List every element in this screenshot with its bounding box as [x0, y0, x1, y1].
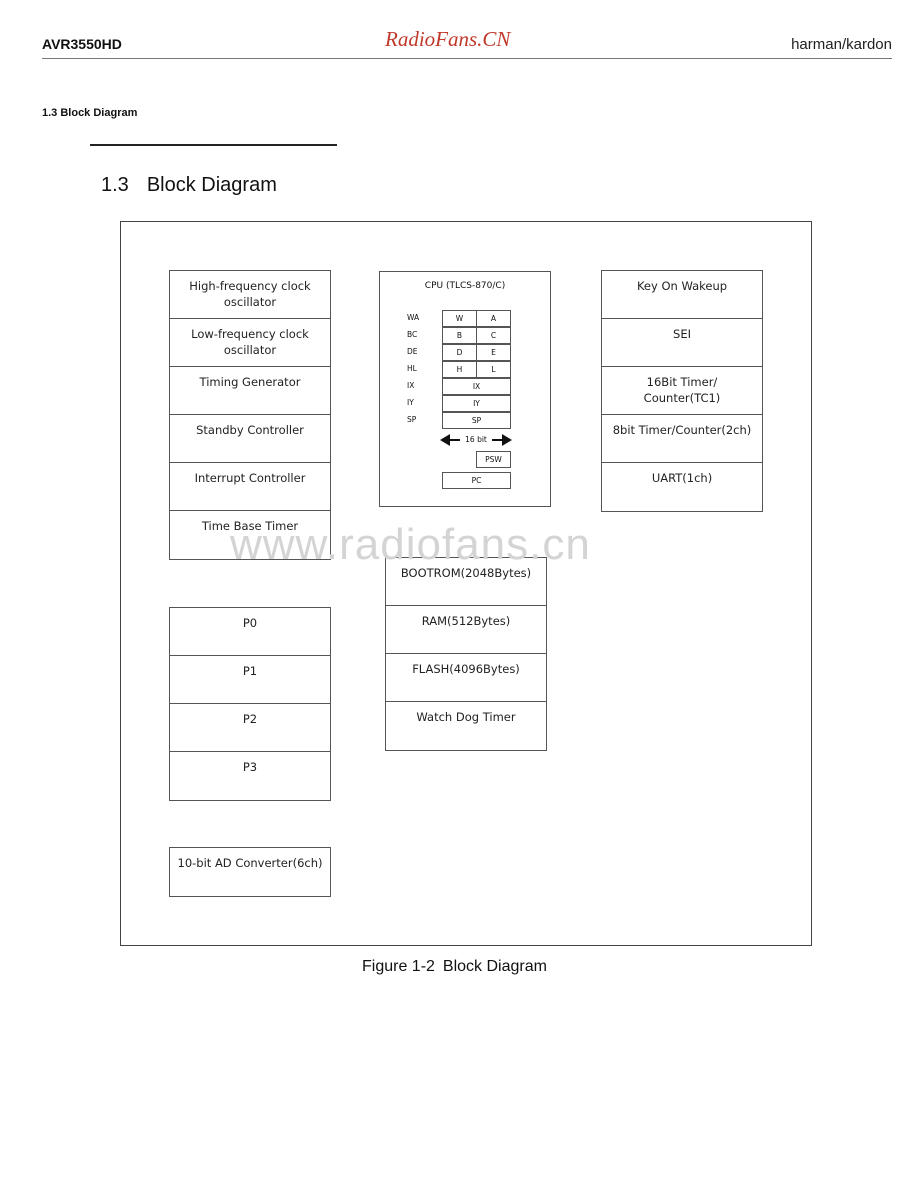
adc-stack: 10-bit AD Converter(6ch) — [169, 847, 331, 897]
page-watermark: www.radiofans.cn — [230, 520, 591, 569]
port-block: P2 — [170, 704, 330, 752]
register-high: B — [442, 327, 477, 344]
register-low: C — [476, 327, 511, 344]
figure-number: Figure 1-2 — [362, 958, 435, 975]
register-label: IX — [407, 381, 415, 390]
section-rule — [90, 144, 337, 146]
register-label: HL — [407, 364, 417, 373]
diagram-frame — [120, 221, 812, 946]
hf-clock-block: High-frequency clock oscillator — [170, 271, 330, 319]
register-label: DE — [407, 347, 418, 356]
flash-block: FLASH(4096Bytes) — [386, 654, 546, 702]
port-block: P0 — [170, 608, 330, 656]
brand-name: harman/kardon — [791, 36, 892, 53]
timer16-block: 16Bit Timer/ Counter(TC1) — [602, 367, 762, 415]
register-label: SP — [407, 415, 417, 424]
bit-width-label: 16 bit — [465, 435, 487, 444]
peripheral-stack: Key On Wakeup SEI 16Bit Timer/ Counter(T… — [601, 270, 763, 512]
register-wide: IX — [442, 378, 511, 395]
site-watermark: RadioFans.CN — [385, 27, 511, 51]
port-block: P1 — [170, 656, 330, 704]
key-on-wakeup-block: Key On Wakeup — [602, 271, 762, 319]
timing-generator-block: Timing Generator — [170, 367, 330, 415]
cpu-block: CPU (TLCS-870/C) WA BC DE HL IX IY SP W … — [379, 271, 551, 507]
register-wide: SP — [442, 412, 511, 429]
register-low: L — [476, 361, 511, 378]
adc-block: 10-bit AD Converter(6ch) — [177, 856, 323, 870]
register-label: BC — [407, 330, 418, 339]
register-low: E — [476, 344, 511, 361]
clock-control-stack: High-frequency clock oscillator Low-freq… — [169, 270, 331, 560]
document-model: AVR3550HD — [42, 36, 122, 52]
section-title-text: Block Diagram — [146, 174, 277, 196]
section-number: 1.3 — [101, 174, 129, 196]
ram-block: RAM(512Bytes) — [386, 606, 546, 654]
register-label: WA — [407, 313, 420, 322]
cpu-title: CPU (TLCS-870/C) — [424, 281, 506, 291]
psw-register: PSW — [476, 451, 511, 468]
register-high: H — [442, 361, 477, 378]
bootrom-block: BOOTROM(2048Bytes) — [386, 558, 546, 606]
lf-clock-block: Low-frequency clock oscillator — [170, 319, 330, 367]
header-rule — [42, 58, 892, 59]
time-base-timer-block: Time Base Timer — [201, 519, 299, 533]
ports-stack: P0 P1 P2 P3 — [169, 607, 331, 801]
watchdog-block: Watch Dog Timer — [416, 710, 516, 724]
register-label: IY — [407, 398, 414, 407]
uart-block: UART(1ch) — [651, 471, 713, 485]
timer8-block: 8bit Timer/Counter(2ch) — [602, 415, 762, 463]
register-low: A — [476, 310, 511, 327]
section-heading-small: 1.3 Block Diagram — [42, 107, 138, 119]
register-high: W — [442, 310, 477, 327]
register-wide: IY — [442, 395, 511, 412]
figure-caption: Figure 1-2 Block Diagram — [362, 958, 555, 976]
memory-stack: BOOTROM(2048Bytes) RAM(512Bytes) FLASH(4… — [385, 557, 547, 751]
section-title: 1.3 Block Diagram — [101, 174, 277, 197]
pc-register: PC — [442, 472, 511, 489]
interrupt-controller-block: Interrupt Controller — [170, 463, 330, 511]
bit-width-arrow-icon — [440, 434, 512, 446]
register-high: D — [442, 344, 477, 361]
standby-controller-block: Standby Controller — [170, 415, 330, 463]
sei-block: SEI — [602, 319, 762, 367]
port-block: P3 — [242, 760, 258, 774]
figure-title: Block Diagram — [442, 958, 547, 975]
